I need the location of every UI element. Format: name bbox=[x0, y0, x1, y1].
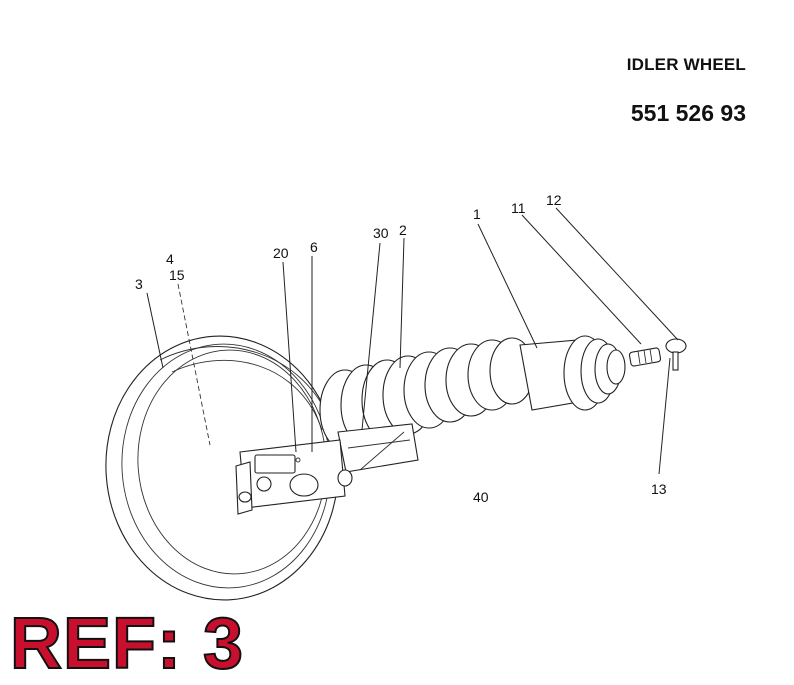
callout-11: 11 bbox=[511, 200, 526, 216]
callout-15: 15 bbox=[169, 267, 185, 283]
idler-yoke bbox=[235, 423, 419, 515]
reference-label: REF: 3 bbox=[9, 604, 245, 684]
callout-20: 20 bbox=[273, 245, 289, 261]
callout-13: 13 bbox=[651, 481, 667, 497]
callout-6: 6 bbox=[310, 239, 318, 255]
callout-40: 40 bbox=[473, 489, 489, 505]
idler-wheel bbox=[105, 335, 339, 601]
callout-2: 2 bbox=[399, 222, 407, 238]
callout-3: 3 bbox=[135, 276, 143, 292]
callout-30: 30 bbox=[373, 225, 389, 241]
callout-1: 1 bbox=[473, 206, 481, 222]
part-number: 551 526 93 bbox=[630, 100, 746, 126]
callout-labels: 1 2 3 4 6 11 12 13 15 20 30 40 bbox=[135, 192, 667, 505]
diagram-title: IDLER WHEEL bbox=[626, 55, 746, 74]
tension-cylinder bbox=[519, 335, 626, 411]
callout-leaders bbox=[146, 207, 679, 475]
callout-12: 12 bbox=[546, 192, 562, 208]
callout-4: 4 bbox=[166, 251, 174, 267]
grease-valve bbox=[628, 338, 687, 371]
